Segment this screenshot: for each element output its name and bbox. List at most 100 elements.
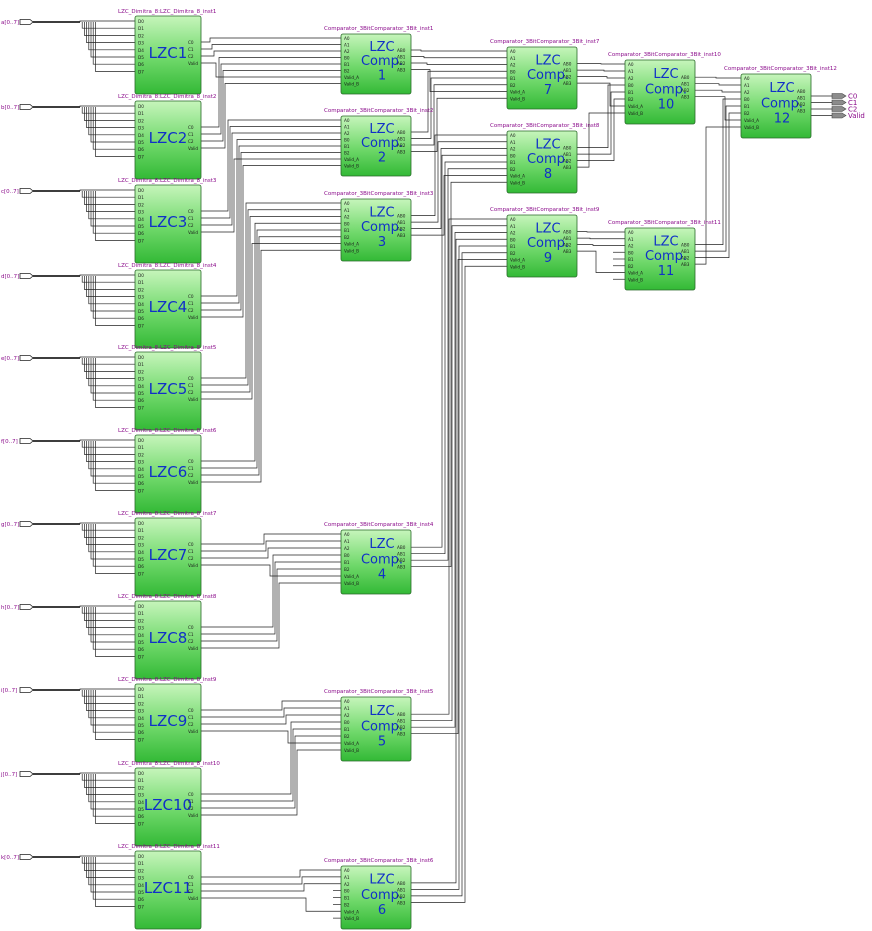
input-bit-wire bbox=[90, 607, 135, 643]
comparator-label-line2: Comp. bbox=[527, 152, 569, 167]
comparator-pin-in: Valid_A bbox=[344, 157, 359, 162]
lzc-instance-label: LZC_Dimitra_8:LZC_Dimitra_8_inst11 bbox=[118, 844, 220, 850]
comparator-output-wire bbox=[411, 56, 507, 59]
comparator-pin-in: A0 bbox=[510, 133, 516, 138]
comparator-pin-in: Valid_B bbox=[628, 277, 643, 282]
input-bit-wire bbox=[79, 855, 135, 857]
input-bit-wire bbox=[90, 22, 135, 58]
comparator-output-wire bbox=[411, 232, 507, 728]
input-bit-wire bbox=[79, 439, 135, 441]
comparator-pin-out: AB1 bbox=[397, 887, 406, 892]
comparator-pin-in: Valid_B bbox=[510, 96, 525, 101]
input-bit-wire bbox=[81, 690, 135, 697]
lzc-output-wire bbox=[201, 735, 341, 809]
comparator-pin-in: A0 bbox=[744, 76, 750, 81]
lzc-pin-in: D7 bbox=[138, 654, 144, 659]
lzc-pin-out: C1 bbox=[188, 632, 194, 637]
lzc-output-wire bbox=[201, 145, 341, 304]
comparator-pin-in: B1 bbox=[510, 244, 516, 249]
input-bit-wire bbox=[95, 107, 135, 157]
lzc-output-wire bbox=[201, 37, 341, 43]
input-bit-wire bbox=[86, 276, 135, 297]
lzc-output-wire bbox=[201, 209, 341, 386]
lzc-pin-in: D1 bbox=[138, 694, 144, 699]
comparator-instance-label: Comparator_3BitComparator_3Bit_inst5 bbox=[324, 689, 434, 695]
lzc-output-wire bbox=[201, 707, 341, 718]
input-port-connector bbox=[19, 355, 34, 361]
input-bit-wire bbox=[81, 276, 135, 283]
input-port-label: j[0..7] bbox=[0, 772, 17, 778]
output-port-label: C2 bbox=[848, 106, 857, 114]
comparator-output-wire bbox=[411, 77, 507, 139]
comparator-pin-in: A0 bbox=[628, 230, 634, 235]
lzc-pin-in: D2 bbox=[138, 202, 144, 207]
comparator-block-12: Comparator_3BitComparator_3Bit_inst12LZC… bbox=[724, 66, 837, 139]
input-port-label: g[0..7] bbox=[1, 522, 19, 528]
input-bit-wire bbox=[84, 358, 135, 372]
comparator-pin-out: AB2 bbox=[397, 227, 406, 232]
input-bit-wire bbox=[84, 690, 135, 704]
input-port-connector bbox=[19, 521, 34, 527]
lzc-block-body bbox=[134, 269, 202, 349]
comparator-pin-out: AB2 bbox=[563, 243, 572, 248]
comparator-pin-out: AB0 bbox=[397, 214, 406, 219]
comparator-block-1: Comparator_3BitComparator_3Bit_inst1LZCC… bbox=[324, 26, 433, 95]
comparator-pin-in: Valid_A bbox=[744, 118, 759, 123]
comparator-pin-in: Valid_A bbox=[510, 258, 525, 263]
lzc-pin-in: D7 bbox=[138, 69, 144, 74]
input-bit-wire bbox=[88, 358, 135, 387]
comparator-pin-in: A0 bbox=[344, 868, 350, 873]
lzc-output-wire bbox=[201, 83, 341, 149]
input-bit-wire bbox=[92, 191, 135, 234]
input-bit-wire bbox=[88, 191, 135, 220]
comparator-pin-in: A2 bbox=[344, 713, 350, 718]
comparator-instance-label: Comparator_3BitComparator_3Bit_inst10 bbox=[608, 52, 721, 58]
lzc-pin-in: D7 bbox=[138, 737, 144, 742]
lzc-pin-out: C2 bbox=[188, 308, 194, 313]
lzc-pin-in: D2 bbox=[138, 118, 144, 123]
lzc-output-wire bbox=[201, 749, 341, 816]
input-port-g: g[0..7] bbox=[1, 521, 34, 528]
comparator-pin-out: AB1 bbox=[681, 249, 690, 254]
comparator-pin-in: B0 bbox=[344, 221, 350, 226]
comparator-pin-out: AB2 bbox=[797, 102, 806, 107]
comparator-output-wire bbox=[411, 225, 507, 722]
comparator-output-wire bbox=[411, 181, 507, 568]
input-bit-wire bbox=[86, 857, 135, 878]
comparator-pin-out: AB0 bbox=[397, 881, 406, 886]
comparator-output-wire bbox=[695, 105, 741, 252]
output-port-c2: C2 bbox=[831, 106, 857, 114]
comparator-number: 5 bbox=[378, 735, 386, 750]
comparator-label-line2: Comp. bbox=[645, 82, 687, 97]
input-port-connector bbox=[19, 273, 34, 279]
comparator-pin-in: A2 bbox=[344, 882, 350, 887]
comparator-number: 8 bbox=[544, 167, 552, 182]
lzc-pin-in: D3 bbox=[138, 626, 144, 631]
comparator-pin-in: A0 bbox=[344, 532, 350, 537]
lzc-output-wire bbox=[201, 132, 341, 226]
lzc-block-body bbox=[134, 600, 202, 680]
input-bit-wire bbox=[86, 607, 135, 628]
comparator-output-wire bbox=[411, 154, 507, 548]
comparator-pin-in: A1 bbox=[510, 56, 516, 61]
comparator-output-wire bbox=[411, 252, 507, 897]
comparator-pin-in: B0 bbox=[510, 237, 516, 242]
comparator-output-wire bbox=[411, 161, 507, 555]
input-bit-wire bbox=[84, 276, 135, 290]
lzc-pin-out: Valid bbox=[188, 729, 198, 734]
input-bit-wire bbox=[88, 524, 135, 553]
comparator-block-11: Comparator_3BitComparator_3Bit_inst11LZC… bbox=[608, 220, 721, 291]
comparator-number: 3 bbox=[378, 235, 386, 250]
input-bit-wire bbox=[92, 774, 135, 817]
ports-layer: a[0..7]b[0..7]c[0..7]d[0..7]e[0..7]f[0..… bbox=[0, 19, 865, 861]
lzc-pin-out: Valid bbox=[188, 397, 198, 402]
lzc-pin-in: D0 bbox=[138, 355, 144, 360]
comparator-output-wire bbox=[411, 259, 507, 735]
comparator-pin-out: AB1 bbox=[563, 152, 572, 157]
output-port-connector bbox=[831, 112, 847, 119]
input-port-label: k[0..7] bbox=[1, 855, 19, 861]
comparator-pin-in: B2 bbox=[510, 251, 516, 256]
lzc-pin-out: C1 bbox=[188, 882, 194, 887]
comparator-block-4: Comparator_3BitComparator_3Bit_inst4LZCC… bbox=[324, 522, 434, 595]
comparator-pin-in: A0 bbox=[344, 699, 350, 704]
